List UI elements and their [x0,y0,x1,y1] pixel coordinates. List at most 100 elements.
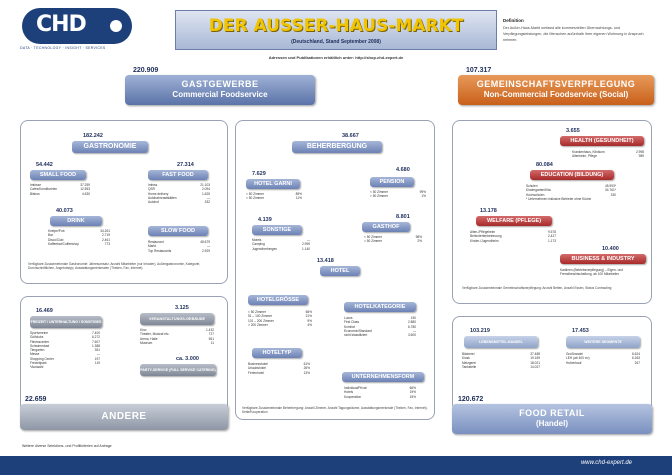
fast-food-count: 27.314 [177,162,194,168]
list-row-value: 1% [421,194,426,199]
title-banner: DER AUSSER-HAUS-MARKT (Deutschland, Stan… [175,10,497,50]
list-row-label: Kaffeebar/Coffeeshop [48,241,79,246]
list-row: Messe— [30,352,100,356]
list-row: Kantinen (Betriebsverpflegung) – Eigen- … [560,268,646,277]
list-row-label: Schwimmbad [30,343,50,348]
andere-title: ANDERE [101,411,147,422]
list-row-value: 1.625 [202,191,210,196]
gasthof-count: 8.801 [396,214,410,220]
list-row-value: 6.780 [408,324,416,329]
foodretail-banner: FOOD RETAIL (Handel) [452,404,652,434]
list-row-value: 150 [410,316,416,320]
list-row-label: Großhandel [566,352,583,356]
sonstige-count: 4.139 [258,217,272,223]
list-row-label: Markt [148,244,156,249]
list-row-label: Theater, Musical etc. [140,332,170,337]
list-row-label: Kino [140,328,147,332]
beherbergung-note: Verfügbare Zusatzmerkmale Beherbergung: … [242,406,428,415]
list-row-label: Kooperation [344,394,362,399]
list-row-value: — [206,244,210,249]
list-row-value: 330 [610,192,616,197]
list-row-label: Hotels [344,390,354,395]
foodretail-title: FOOD RETAIL [519,408,585,418]
list-row-label: Kantinen (Betriebsverpflegung) – Eigen- … [560,268,623,277]
list-row-label: Hochschulen [526,192,545,197]
list-row-value: 989 [638,154,644,159]
list-row-value: 6.263 [632,356,640,361]
list-row-value: 61% [303,362,310,366]
list-row-value: 18.021 [530,360,540,365]
list-row-label: > 200 Zimmer [248,322,268,327]
list-row-value: 2.461 [102,237,110,242]
business-count: 10.400 [602,246,619,252]
list-row-value: — [96,352,100,357]
gastgewerbe-subtitle: Commercial Foodservice [172,90,268,99]
list-row-label: Sportvereine [30,331,49,335]
list-row-value: 4% [307,322,312,327]
list-row-label: Kneipe/Pub [48,229,65,233]
hotel-count: 13.418 [317,258,334,264]
list-row-value: 1.432 [206,328,214,332]
list-row-value: 773 [104,241,110,246]
list-row-label: Jugendherbergen [252,246,277,251]
list-row: * Unternehmen inklusive Betriebe ohne Kü… [526,197,616,201]
list-row-value: 119 [94,361,100,366]
list-row-label: Tiergarten [30,348,45,353]
fast-food-header: FAST FOOD [148,170,208,180]
list-row-value: 26% [303,366,310,371]
list-row-label: Top Restaurants [148,248,172,253]
list-row-label: Autohof [148,200,159,205]
hotelkategorie-header: HOTELKATEGORIE [344,302,416,312]
list-row-value: 267 [634,360,640,365]
unternehmensform-header: UNTERNEHMENSFORM [342,372,424,382]
list-row-value: 3.600 [408,333,416,338]
footer-bar: www.chd-expert.de [0,456,672,475]
list-row-label: < 50 Zimmer [246,192,264,196]
list-row-value: — [206,195,210,200]
list-row-label: Motels [252,238,262,242]
list-row-value: 9% [307,318,312,323]
publication-note[interactable]: Adressen und Publikationen erhältlich un… [268,55,404,60]
drink-header: DRINK [50,216,102,226]
veranstaltung-count: 3.125 [175,305,189,311]
list-row-label: Urlaubshotel [248,366,266,371]
list-row-value: 727 [208,332,214,337]
list-row-value: 1.173 [548,238,556,243]
gemeinschaft-count: 107.317 [466,67,492,74]
party-service-header: PARTY-SERVICE (FULL SERVICE CATERING) [140,364,216,376]
gemeinschaft-title: GEMEINSCHAFTSVERPFLEGUNG [476,79,636,89]
list-row: Theater, Musical etc. 727 [140,332,214,336]
list-row-label: Economic/Standard [344,328,372,333]
small-food-count: 54.442 [36,162,53,168]
list-row-label: Arena, Halle [140,336,158,341]
list-row-value: 99% [419,190,426,194]
gastgewerbe-count: 220.909 [133,67,159,74]
website-link[interactable]: www.chd-expert.de [580,460,632,466]
list-row-label: > 50 Zimmer [370,194,388,199]
list-row-value: 351 [94,348,100,353]
list-row-label: Kindergarten/Kita [526,188,551,193]
logo-tagline: DATA · TECHNOLOGY · INSIGHT · SERVICES [20,46,106,50]
freizeit-count: 16.469 [36,308,53,314]
list-row-value: 2.094 [202,187,210,192]
